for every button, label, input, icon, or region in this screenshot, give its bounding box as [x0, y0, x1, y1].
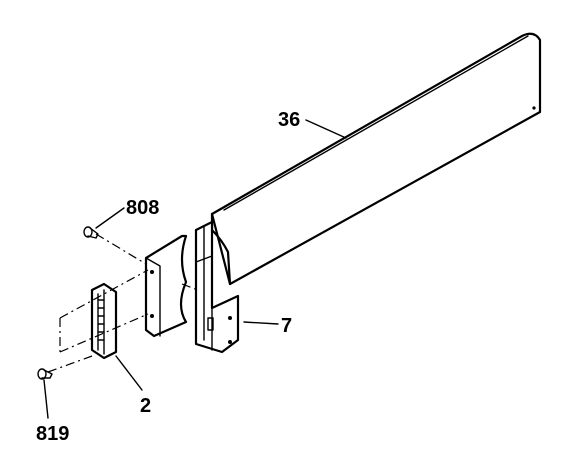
screw-819-icon [37, 368, 53, 380]
label-36: 36 [278, 109, 300, 131]
label-808: 808 [126, 197, 159, 219]
part-7-bracket [194, 220, 240, 354]
assembly-lines [47, 233, 199, 373]
label-7: 7 [281, 315, 292, 337]
label-2: 2 [140, 395, 151, 417]
mounting-block [144, 234, 188, 338]
part-36-panel [210, 32, 542, 286]
label-819: 819 [36, 423, 69, 445]
part-2-terminal-block [90, 282, 118, 360]
leader-lines [43, 119, 347, 419]
screw-808-icon [83, 226, 99, 239]
